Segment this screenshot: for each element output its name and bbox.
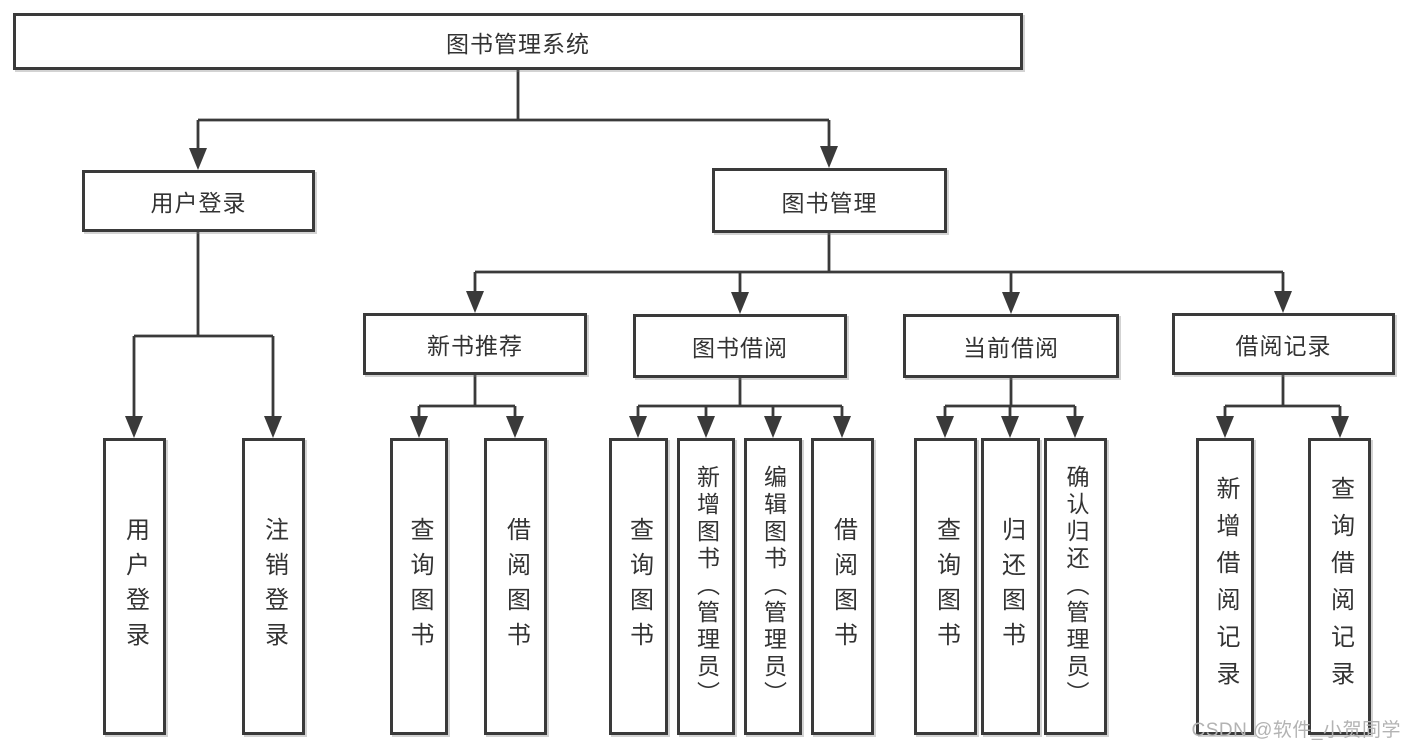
node-new-book-recommend: 新书推荐	[363, 313, 587, 375]
node-return-books: 归还图书	[981, 438, 1040, 735]
node-borrow-records: 借阅记录	[1172, 313, 1395, 375]
node-borrow-books-recommend: 借阅图书	[484, 438, 547, 735]
node-book-management: 图书管理	[712, 168, 947, 233]
node-book-borrowing: 图书借阅	[633, 314, 847, 378]
node-user-login-group: 用户登录	[82, 170, 315, 232]
node-add-borrow-record: 新增借阅记录	[1196, 438, 1254, 735]
node-confirm-return-admin: 确认归还（管理员）	[1044, 438, 1107, 735]
node-current-borrowing: 当前借阅	[903, 314, 1119, 378]
node-user-login: 用户登录	[103, 438, 166, 735]
node-root-system: 图书管理系统	[13, 13, 1023, 70]
node-logout: 注销登录	[242, 438, 305, 735]
csdn-watermark: CSDN @软件_小贺同学	[1191, 720, 1401, 741]
node-query-books-recommend: 查询图书	[390, 438, 448, 735]
node-edit-books-admin: 编辑图书（管理员）	[744, 438, 802, 735]
node-borrow-books-borrowing: 借阅图书	[811, 438, 874, 735]
node-query-borrow-record: 查询借阅记录	[1308, 438, 1371, 735]
node-query-books-borrowing: 查询图书	[609, 438, 668, 735]
node-add-books-admin: 新增图书（管理员）	[677, 438, 735, 735]
node-query-books-current: 查询图书	[914, 438, 977, 735]
